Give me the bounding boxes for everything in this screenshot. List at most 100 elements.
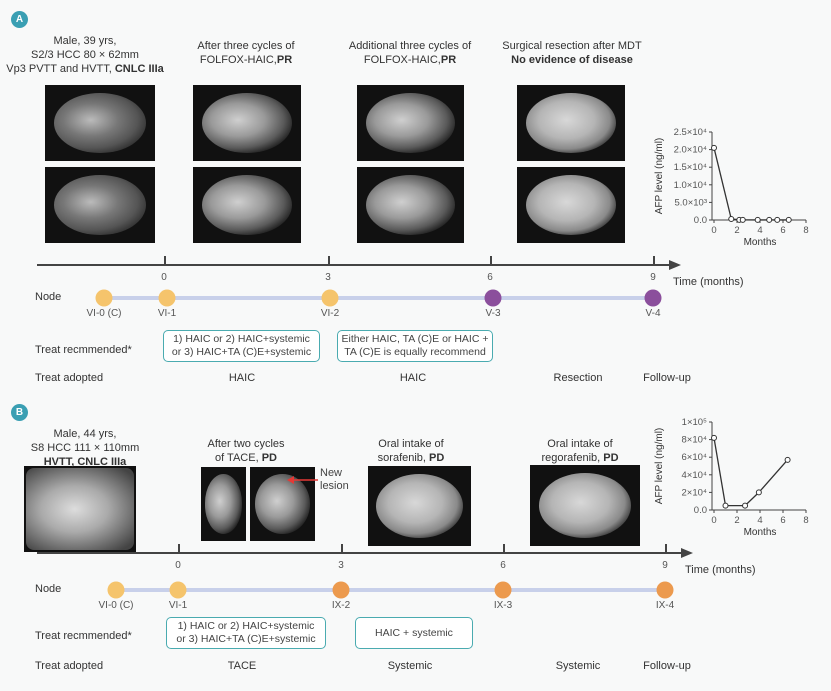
scan-a-resection-2 bbox=[517, 167, 625, 243]
node-label: VI-0 (C) bbox=[98, 600, 134, 611]
timeline-node bbox=[494, 581, 512, 599]
header-line: FOLFOX-HAIC,PR bbox=[197, 53, 294, 67]
afp-series-line bbox=[713, 437, 789, 507]
node-label: V-4 bbox=[645, 308, 661, 319]
afp-data-point bbox=[785, 216, 792, 223]
treatment-adopted: TACE bbox=[227, 660, 257, 672]
new-lesion-label-2: lesion bbox=[320, 480, 349, 492]
x-tick-label: 4 bbox=[757, 515, 762, 526]
recommendation-line: Either HAIC, TA (C)E or HAIC + bbox=[341, 333, 489, 345]
y-tick-label: 1.5×10⁴ bbox=[674, 162, 707, 173]
scan-a-after-three-cycles-2 bbox=[193, 167, 301, 243]
treatment-adopted: HAIC bbox=[228, 372, 256, 384]
recommendation-line: or 3) HAIC+TA (C)E+systemic bbox=[176, 633, 316, 645]
x-tick-label: 2 bbox=[734, 225, 739, 236]
y-tick-label: 8×10⁴ bbox=[682, 435, 707, 446]
afp-data-point bbox=[742, 502, 749, 509]
timeline-node bbox=[484, 289, 502, 307]
timeline-node bbox=[95, 289, 113, 307]
time-axis-label: Time (months) bbox=[673, 276, 744, 288]
recommendation-line: TA (C)E is equally recommend bbox=[344, 346, 486, 358]
scan-a-baseline-1 bbox=[45, 85, 155, 161]
header-line: Surgical resection after MDT bbox=[502, 40, 642, 52]
time-axis-tick-label: 0 bbox=[161, 272, 167, 283]
time-axis-label: Time (months) bbox=[685, 564, 756, 576]
y-tick-label: 2.5×10⁴ bbox=[674, 127, 707, 138]
time-axis-tick-label: 3 bbox=[338, 560, 344, 571]
scan-a-resection-1 bbox=[517, 85, 625, 161]
y-axis-label: AFP level (ng/ml) bbox=[654, 138, 665, 215]
time-axis-tick-label: 6 bbox=[500, 560, 506, 571]
time-axis-tick bbox=[178, 544, 180, 552]
header-emphasis: HVTT, CNLC IIIa bbox=[43, 456, 127, 468]
header-emphasis: PD bbox=[261, 452, 277, 464]
x-tick-label: 2 bbox=[734, 515, 739, 526]
node-label: VI-1 bbox=[168, 600, 188, 611]
time-axis bbox=[37, 552, 683, 554]
x-tick-label: 6 bbox=[780, 515, 785, 526]
time-axis bbox=[37, 264, 671, 266]
node-label: IX-2 bbox=[331, 600, 351, 611]
y-tick-label: 1×10⁵ bbox=[682, 417, 707, 428]
header-line: regorafenib, PD bbox=[541, 451, 618, 465]
time-axis-tick-label: 3 bbox=[325, 272, 331, 283]
x-axis-label: Months bbox=[744, 237, 777, 248]
timeline-node bbox=[332, 581, 350, 599]
afp-data-point bbox=[784, 456, 791, 463]
header-line: sorafenib, PD bbox=[378, 451, 445, 465]
time-axis-tick bbox=[503, 544, 505, 552]
y-tick-label: 0.0 bbox=[694, 215, 707, 226]
header-emphasis: No evidence of disease bbox=[511, 54, 633, 66]
scan-b-regorafenib bbox=[530, 465, 640, 546]
scan-a-baseline-2 bbox=[45, 167, 155, 243]
y-tick-label: 2.0×10⁴ bbox=[674, 145, 707, 156]
header-line: HVTT, CNLC IIIa bbox=[31, 455, 140, 469]
header-emphasis: PR bbox=[276, 54, 293, 66]
timeline-node bbox=[158, 289, 176, 307]
header-line: Male, 39 yrs, bbox=[53, 35, 117, 47]
timeline-node bbox=[107, 581, 125, 599]
time-axis-tick bbox=[164, 256, 166, 264]
header-emphasis: CNLC IIIa bbox=[114, 63, 164, 75]
header-text: FOLFOX-HAIC, bbox=[363, 54, 441, 66]
time-axis-tick bbox=[653, 256, 655, 264]
x-tick-label: 6 bbox=[780, 225, 785, 236]
afp-data-point bbox=[774, 216, 781, 223]
timeline-node bbox=[169, 581, 187, 599]
time-axis-tick-label: 6 bbox=[487, 272, 493, 283]
header-line: Oral intake of bbox=[378, 438, 444, 450]
scan-b-tace-1 bbox=[201, 467, 246, 541]
scan-b-baseline bbox=[24, 466, 136, 552]
header-line: Vp3 PVTT and HVTT, CNLC IIIa bbox=[6, 62, 164, 76]
node-track bbox=[104, 296, 653, 300]
node-label: V-3 bbox=[485, 308, 501, 319]
treatment-adopted: Follow-up bbox=[643, 372, 691, 384]
new-lesion-label-1: New bbox=[320, 467, 343, 479]
afp-data-point bbox=[711, 434, 717, 441]
node-label: IX-4 bbox=[655, 600, 675, 611]
afp-series-line bbox=[713, 147, 789, 221]
x-tick-label: 8 bbox=[803, 515, 808, 526]
header-line: S2/3 HCC 80 × 62mm bbox=[31, 49, 139, 61]
x-tick-label: 0 bbox=[711, 515, 716, 526]
recommendation-box: HAIC + systemic bbox=[355, 617, 473, 649]
timeline-node bbox=[656, 581, 674, 599]
header-text: regorafenib, bbox=[541, 452, 604, 464]
x-tick-label: 4 bbox=[757, 225, 762, 236]
node-row-label: Node bbox=[35, 583, 62, 595]
time-axis-tick bbox=[665, 544, 667, 552]
y-tick-label: 4×10⁴ bbox=[682, 470, 707, 481]
y-tick-label: 6×10⁴ bbox=[682, 452, 707, 463]
afp-data-point bbox=[766, 216, 773, 223]
time-axis-tick bbox=[328, 256, 330, 264]
afp-data-point bbox=[722, 502, 729, 509]
x-tick-label: 8 bbox=[803, 225, 808, 236]
recommendation-box: Either HAIC, TA (C)E or HAIC +TA (C)E is… bbox=[337, 330, 493, 362]
node-track bbox=[116, 588, 665, 592]
